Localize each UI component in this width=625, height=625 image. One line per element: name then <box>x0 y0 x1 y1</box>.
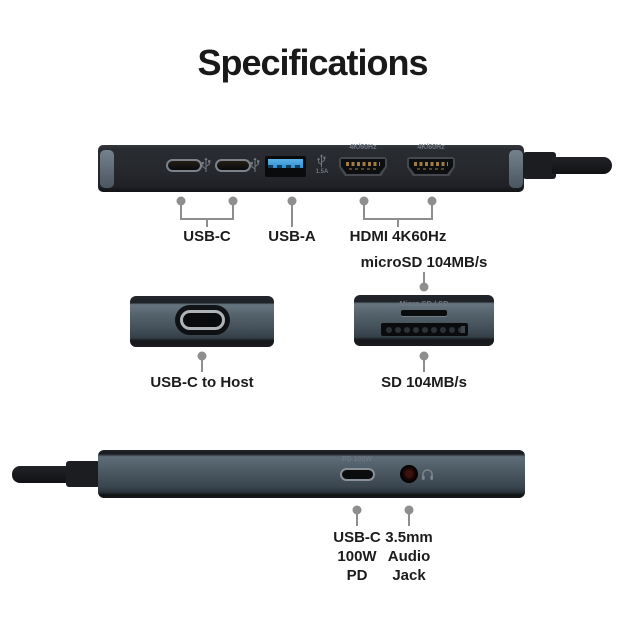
microsd-slot <box>401 310 447 316</box>
sd-pin <box>394 326 401 333</box>
sd-pin <box>430 326 437 333</box>
callout-line <box>232 205 234 220</box>
callout-line <box>180 205 182 220</box>
callout-line <box>423 272 425 283</box>
usb-icon <box>201 157 211 172</box>
usb-c-port-2 <box>215 159 251 172</box>
hdmi-port-2 <box>407 157 455 176</box>
label-hdmi: HDMI 4K60Hz <box>349 228 447 245</box>
callout-tick <box>397 220 399 227</box>
label-microsd: microSD 104MB/s <box>360 254 488 271</box>
cable-boot-right <box>523 152 556 179</box>
hdmi1-print: 4K/60Hz <box>349 144 377 151</box>
sd-pin <box>439 326 446 333</box>
callout-dot <box>352 505 362 515</box>
sd-slot-notch <box>461 326 465 333</box>
sd-slot <box>381 323 468 336</box>
label-sd: SD 104MB/s <box>381 374 467 391</box>
callout-line <box>201 360 203 372</box>
label-usb-c-pd: USB-C 100W PD <box>333 528 381 585</box>
hdmi-pins <box>346 162 380 166</box>
sd-pin <box>448 326 455 333</box>
callout-dot <box>427 196 437 206</box>
callout-line <box>423 360 425 372</box>
callout-tick <box>206 220 208 227</box>
sd-pin <box>421 326 428 333</box>
hdmi-port-1 <box>339 157 387 176</box>
label-usb-c-host: USB-C to Host <box>150 374 254 391</box>
label-line: 100W <box>337 548 377 565</box>
callout-dot <box>287 196 297 206</box>
hdmi-pins-row2 <box>417 168 445 170</box>
label-audio-jack: 3.5mm Audio Jack <box>385 528 433 585</box>
label-usb-a: USB-A <box>268 228 316 245</box>
hdmi-pins-row2 <box>349 168 377 170</box>
cable-boot-left <box>66 461 100 487</box>
usb-c-pd-port <box>340 468 375 481</box>
hub-left-cap <box>100 150 114 188</box>
label-line: USB-C <box>333 529 381 546</box>
callout-line <box>408 514 410 526</box>
hdmi-pins <box>414 162 448 166</box>
sd-pin <box>412 326 419 333</box>
callout-dot <box>176 196 186 206</box>
label-line: Audio <box>387 548 431 565</box>
callout-line <box>431 205 433 220</box>
label-usb-c: USB-C <box>183 228 231 245</box>
usb-icon <box>250 157 260 172</box>
sd-pin <box>457 326 464 333</box>
page-title: Specifications <box>197 42 428 83</box>
pd-print: PD 100W <box>342 456 372 463</box>
host-cable-left <box>12 466 70 483</box>
usb-c-host-port <box>180 310 225 330</box>
callout-bracket <box>180 218 234 220</box>
card-slot-print: Micro SD / SD <box>399 299 449 308</box>
sd-pin <box>403 326 410 333</box>
usb-c-port-1 <box>166 159 202 172</box>
label-line: 3.5mm <box>385 529 433 546</box>
audio-jack-port <box>400 465 418 483</box>
usb-a-pins <box>268 165 303 168</box>
label-line: PD <box>346 567 368 584</box>
hdmi2-print: 4K/60Hz <box>417 144 445 151</box>
hub-card-end-view <box>354 295 494 346</box>
usb-a-amp-print: 1.5A <box>315 169 329 175</box>
usb-a-port <box>265 156 306 177</box>
usb-a-tongue <box>268 159 303 168</box>
callout-dot <box>197 351 207 361</box>
callout-dot <box>419 282 429 292</box>
sd-pin <box>385 326 392 333</box>
hub-front-view <box>98 450 525 498</box>
host-cable-right <box>552 157 612 174</box>
hub-top-view <box>98 145 524 192</box>
callout-bracket <box>363 218 433 220</box>
callout-line <box>356 514 358 526</box>
callout-dot <box>228 196 238 206</box>
usb-icon <box>317 154 326 168</box>
label-line: Jack <box>392 567 426 584</box>
hub-right-cap <box>509 150 523 188</box>
callout-line <box>363 205 365 220</box>
callout-dot <box>359 196 369 206</box>
callout-dot <box>419 351 429 361</box>
callout-line <box>291 205 293 227</box>
callout-dot <box>404 505 414 515</box>
headphones-icon <box>421 469 434 480</box>
